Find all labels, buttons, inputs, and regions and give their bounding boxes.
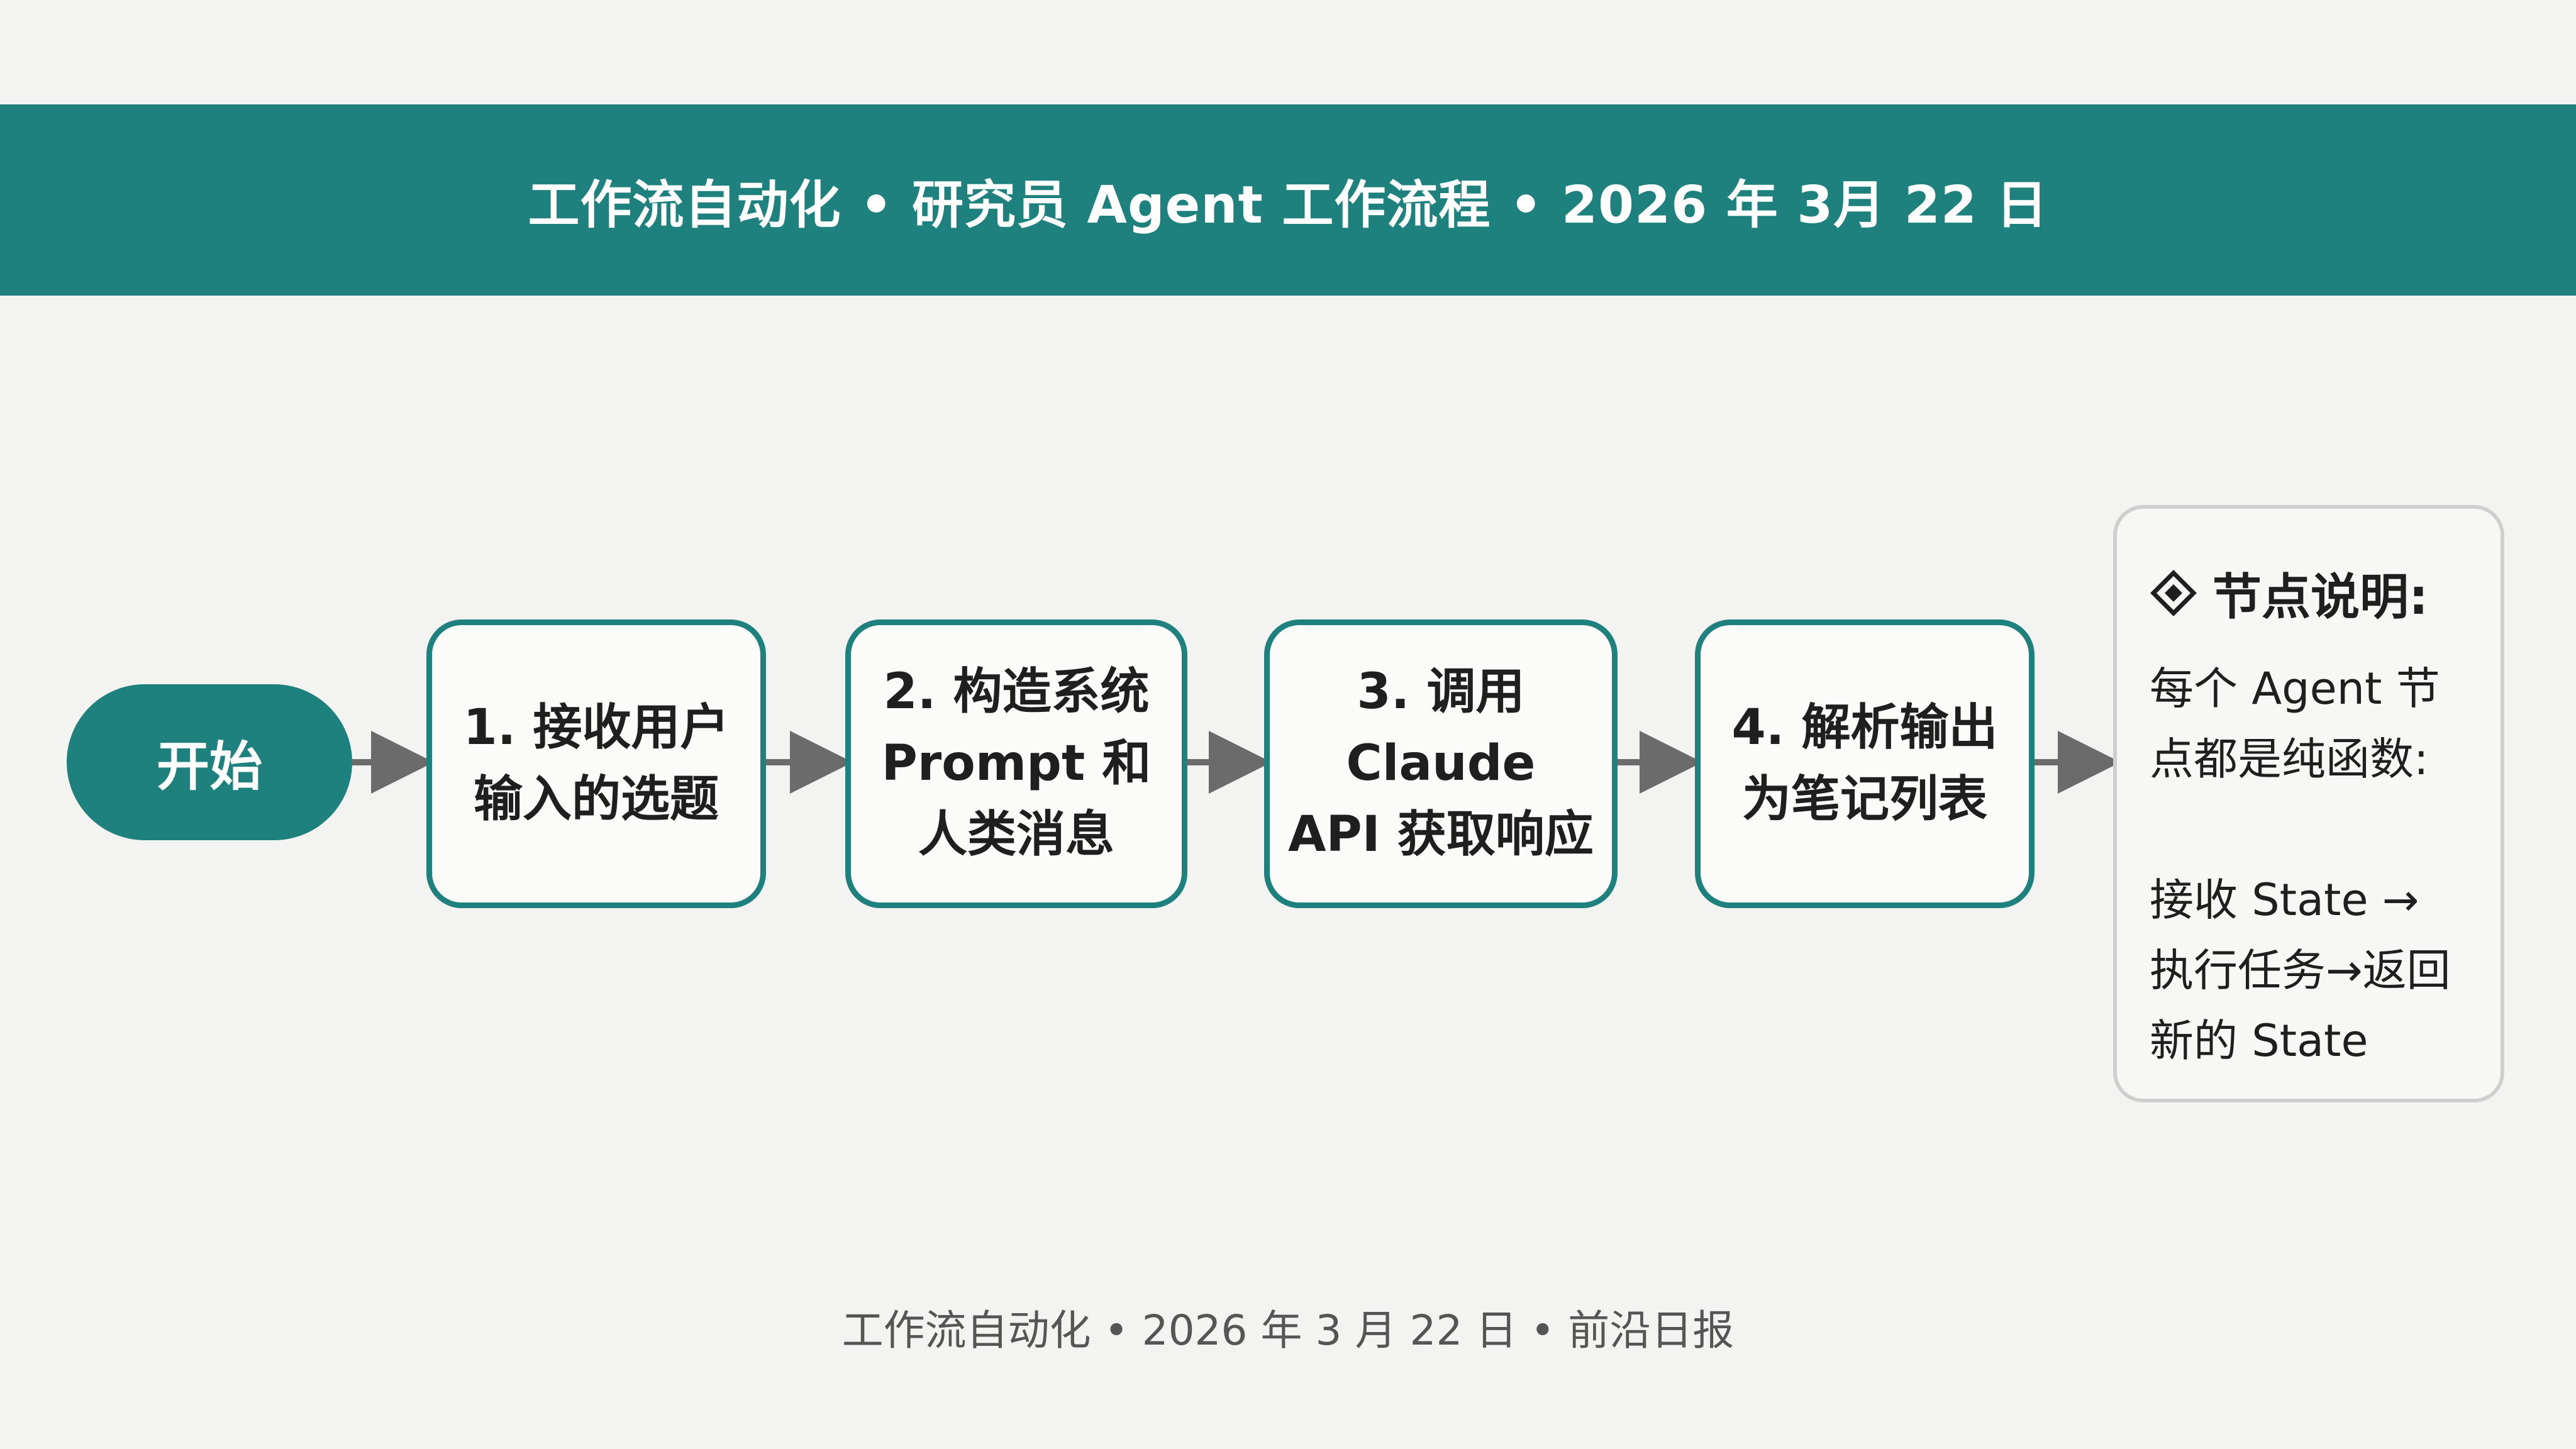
- step-node-4-label: 4. 解析输出 为笔记列表: [1731, 699, 1998, 828]
- step-node-1-label: 1. 接收用户 输入的选题: [463, 699, 730, 828]
- step-node-2-label: 2. 构造系统 Prompt 和 人类消息: [881, 663, 1152, 863]
- note-body: 每个 Agent 节 点都是纯函数: 接收 State → 执行任务→返回 新的…: [2150, 663, 2451, 1067]
- step-node-2: 2. 构造系统 Prompt 和 人类消息: [845, 619, 1187, 908]
- start-node-label: 开始: [156, 735, 262, 797]
- node-explanation-box: 节点说明: 每个 Agent 节 点都是纯函数: 接收 State → 执行任务…: [2113, 505, 2504, 1102]
- diamond-icon: [2150, 570, 2197, 616]
- step-node-1: 1. 接收用户 输入的选题: [426, 619, 766, 908]
- step-node-3-label: 3. 调用Claude API 获取响应: [1288, 663, 1594, 863]
- note-heading-text: 节点说明:: [2212, 569, 2429, 626]
- step-node-4: 4. 解析输出 为笔记列表: [1695, 619, 2035, 908]
- step-node-3: 3. 调用Claude API 获取响应: [1264, 619, 1618, 908]
- header-title: 工作流自动化 • 研究员 Agent 工作流程 • 2026 年 3月 22 日: [528, 175, 2048, 235]
- start-node: 开始: [67, 684, 352, 840]
- header-banner: 工作流自动化 • 研究员 Agent 工作流程 • 2026 年 3月 22 日: [0, 104, 2576, 296]
- footer-caption: 工作流自动化 • 2026 年 3 月 22 日 • 前沿日报: [841, 1306, 1735, 1355]
- note-heading: 节点说明:: [2150, 558, 2428, 628]
